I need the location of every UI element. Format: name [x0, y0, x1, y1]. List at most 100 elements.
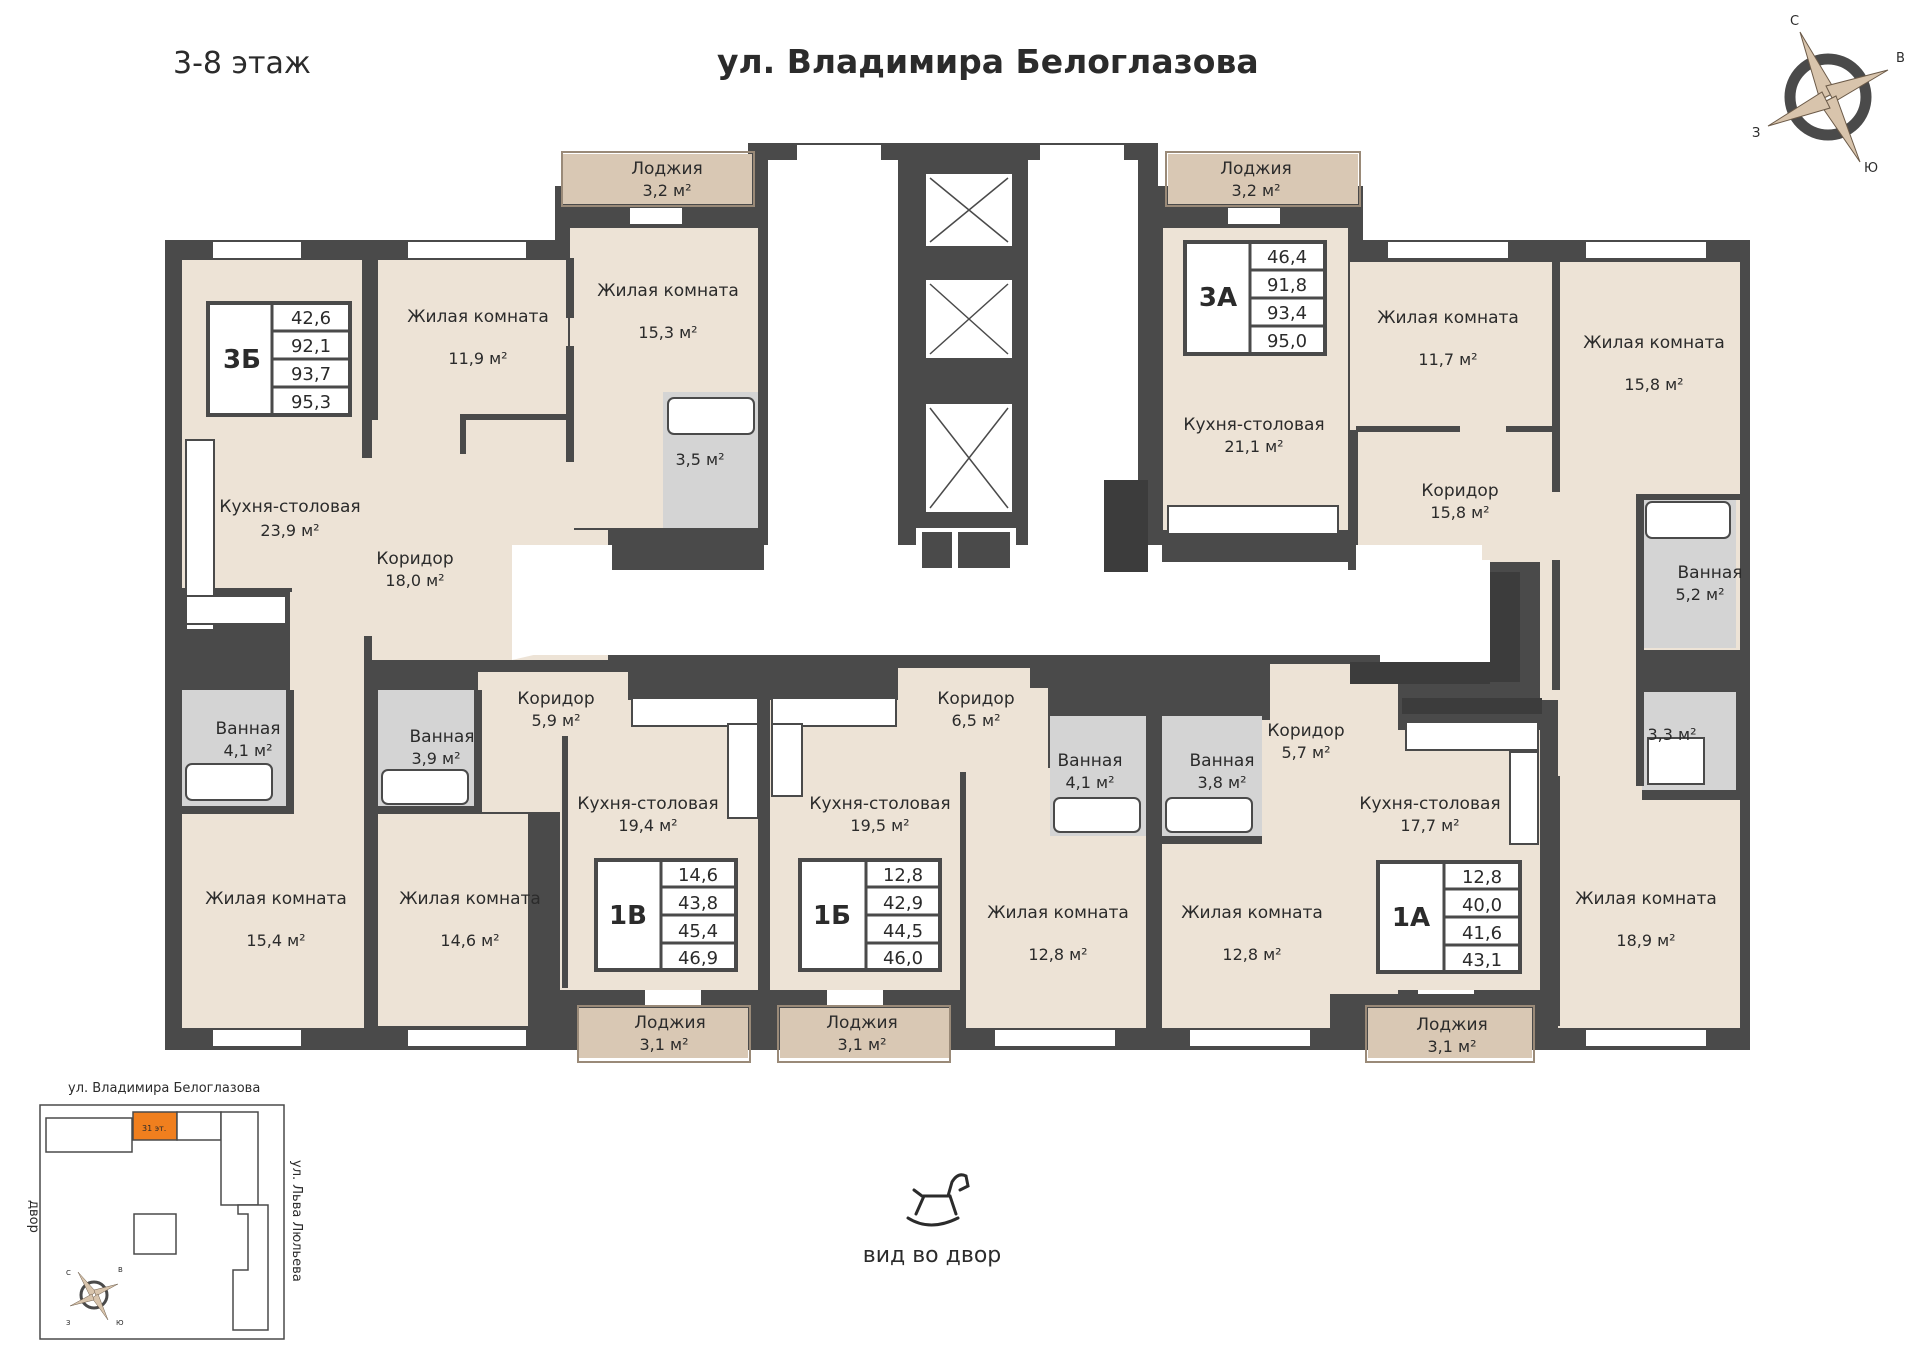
room-name: Жилая комната — [1575, 889, 1717, 909]
minimap-compass-e: В — [118, 1266, 123, 1274]
minimap-right-street: ул. Льва Люльева — [289, 1160, 304, 1282]
common-area — [512, 160, 1542, 714]
apartment-value: 44,5 — [883, 921, 923, 942]
room-name: Ванная — [1058, 751, 1123, 771]
room-area: 15,8 м² — [1430, 503, 1489, 522]
room-area: 5,2 м² — [1675, 585, 1724, 604]
room-area: 12,8 м² — [1222, 945, 1281, 964]
room-name: Коридор — [517, 689, 594, 709]
room-name: Кухня-столовая — [1359, 794, 1500, 814]
apartment-value: 43,8 — [678, 893, 718, 914]
compass-w: З — [1752, 126, 1760, 141]
room-name: Жилая комната — [1377, 308, 1519, 328]
apartment-box-1v[interactable]: 1В 14,6 43,8 45,4 46,9 — [594, 858, 738, 972]
apartment-value: 40,0 — [1462, 895, 1502, 916]
room-area: 3,2 м² — [642, 181, 691, 200]
room-area: 3,1 м² — [1427, 1037, 1476, 1056]
apartment-code: 3Б — [223, 345, 261, 375]
minimap-compass-icon: С В Ю З — [66, 1266, 124, 1327]
apartment-code: 1В — [609, 901, 647, 931]
room-area: 15,4 м² — [246, 931, 305, 950]
minimap-compass-n: С — [66, 1269, 71, 1277]
room-area: 3,2 м² — [1231, 181, 1280, 200]
apartment-box-1b[interactable]: 1Б 12,8 42,9 44,5 46,0 — [798, 858, 942, 972]
room-area: 4,1 м² — [1065, 773, 1114, 792]
apartment-code: 1А — [1392, 903, 1430, 933]
room-name: Жилая комната — [399, 889, 541, 909]
apartment-value: 12,8 — [1462, 867, 1502, 888]
apartment-value: 14,6 — [678, 865, 718, 886]
room-area: 6,5 м² — [951, 711, 1000, 730]
room-area: 12,8 м² — [1028, 945, 1087, 964]
room-name: Кухня-столовая — [1183, 415, 1324, 435]
rocking-horse-icon — [906, 1173, 970, 1227]
room-name: Лоджия — [1416, 1015, 1488, 1035]
apartment-value: 92,1 — [291, 336, 331, 357]
room-name: Коридор — [1421, 481, 1498, 501]
room-area: 15,3 м² — [638, 323, 697, 342]
fixtures — [185, 397, 1731, 845]
site-minimap: ул. Владимира Белоглазова 31 эт. ул. Льв… — [26, 1081, 304, 1340]
apartment-value: 95,3 — [291, 392, 331, 413]
minimap-left-label: двор — [26, 1200, 41, 1233]
room-name: Кухня-столовая — [219, 497, 360, 517]
view-label: вид во двор — [863, 1243, 1002, 1268]
room-name: Лоджия — [1220, 159, 1292, 179]
apartment-value: 46,4 — [1267, 247, 1307, 268]
room-name: Лоджия — [634, 1013, 706, 1033]
room-name: Жилая комната — [597, 281, 739, 301]
room-name: Ванная — [216, 719, 281, 739]
apartment-value: 93,4 — [1267, 303, 1307, 324]
compass-n: С — [1790, 14, 1799, 29]
apartment-value: 41,6 — [1462, 923, 1502, 944]
apartment-value: 45,4 — [678, 921, 718, 942]
apartment-value: 93,7 — [291, 364, 331, 385]
street-title: ул. Владимира Белоглазова — [717, 42, 1259, 81]
room-area: 5,9 м² — [531, 711, 580, 730]
room-name: Коридор — [1267, 721, 1344, 741]
room-area: 3,1 м² — [639, 1035, 688, 1054]
room-name: Коридор — [937, 689, 1014, 709]
room-name: Жилая комната — [987, 903, 1129, 923]
room-area: 18,9 м² — [1616, 931, 1675, 950]
room-name: Жилая комната — [205, 889, 347, 909]
internal-walls — [182, 258, 1740, 1040]
floor-label: 3-8 этаж — [173, 46, 311, 81]
room-area: 4,1 м² — [223, 741, 272, 760]
room-area: 15,8 м² — [1624, 375, 1683, 394]
apartment-value: 42,6 — [291, 308, 331, 329]
room-name: Жилая комната — [407, 307, 549, 327]
room-area: 5,7 м² — [1281, 743, 1330, 762]
room-name: Ванная — [1678, 563, 1743, 583]
room-name: Кухня-столовая — [577, 794, 718, 814]
room-area: 19,5 м² — [850, 816, 909, 835]
room-area: 17,7 м² — [1400, 816, 1459, 835]
room-area: 3,5 м² — [675, 450, 724, 469]
room-name: Коридор — [376, 549, 453, 569]
room-area: 14,6 м² — [440, 931, 499, 950]
apartment-value: 42,9 — [883, 893, 923, 914]
apartment-box-3a[interactable]: 3А 46,4 91,8 93,4 95,0 — [1183, 240, 1327, 356]
room-name: Лоджия — [631, 159, 703, 179]
room-area: 3,1 м² — [837, 1035, 886, 1054]
apartment-box-3b[interactable]: 3Б 42,6 92,1 93,7 95,3 — [206, 301, 352, 417]
room-area: 11,7 м² — [1418, 350, 1477, 369]
room-name: Жилая комната — [1181, 903, 1323, 923]
apartment-code: 1Б — [813, 901, 851, 931]
room-area: 23,9 м² — [260, 521, 319, 540]
minimap-compass-s: Ю — [116, 1319, 124, 1327]
apartment-value: 46,0 — [883, 948, 923, 969]
minimap-highlight-label: 31 эт. — [142, 1124, 166, 1133]
apartment-code: 3А — [1199, 283, 1237, 313]
loggias — [561, 151, 1535, 1063]
room-area: 3,9 м² — [411, 749, 460, 768]
minimap-compass-w: З — [66, 1319, 71, 1327]
apartment-box-1a[interactable]: 1А 12,8 40,0 41,6 43,1 — [1376, 860, 1522, 974]
compass-s: Ю — [1864, 161, 1878, 176]
room-area: 11,9 м² — [448, 349, 507, 368]
room-name: Ванная — [1190, 751, 1255, 771]
apartment-value: 12,8 — [883, 865, 923, 886]
windows — [213, 145, 1706, 1046]
room-area: 3,8 м² — [1197, 773, 1246, 792]
